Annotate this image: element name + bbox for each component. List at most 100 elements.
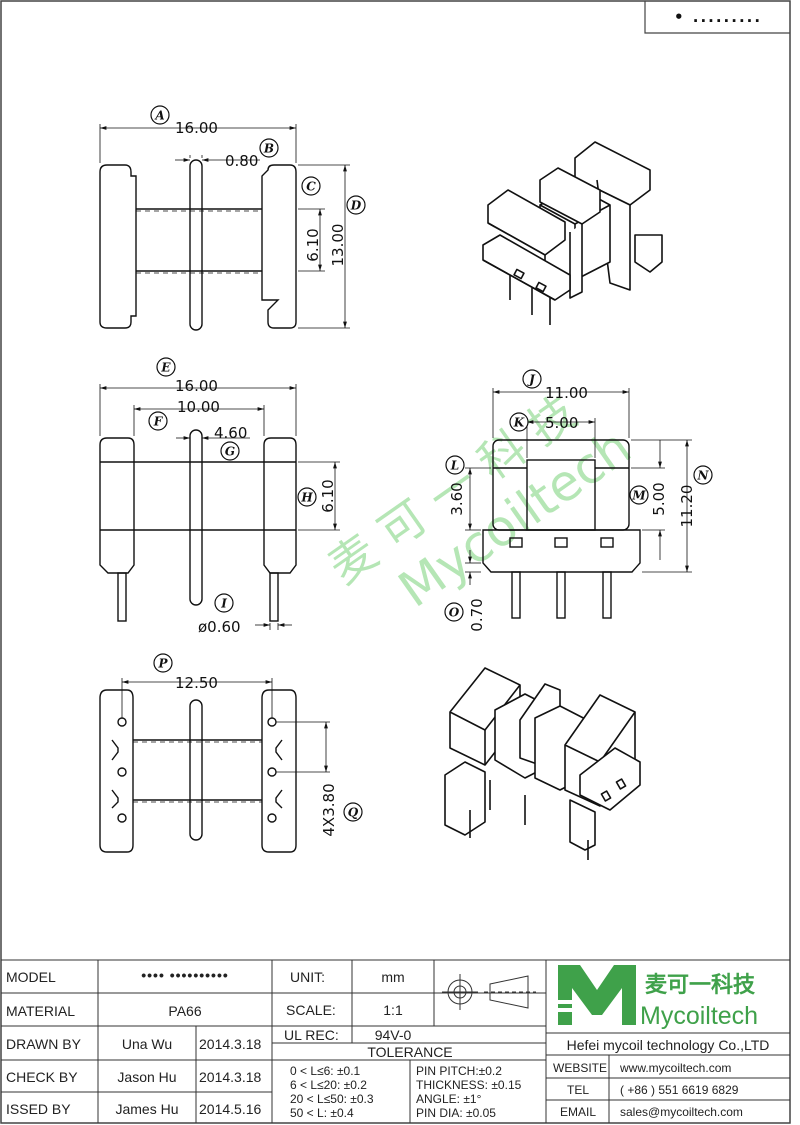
check-by-date: 2014.3.18 bbox=[199, 1069, 261, 1085]
issued-by-date: 2014.5.16 bbox=[199, 1101, 261, 1117]
top-view bbox=[99, 124, 350, 331]
balloon-m: M bbox=[629, 485, 649, 505]
dim-b-value: 0.80 bbox=[225, 152, 258, 170]
dim-f-value: 10.00 bbox=[177, 398, 220, 416]
balloon-j: J bbox=[522, 369, 542, 389]
balloon-letter: G bbox=[225, 445, 235, 459]
dim-m-value: 5.00 bbox=[650, 482, 668, 515]
tolerance-line-5: PIN PITCH:±0.2 bbox=[416, 1064, 502, 1078]
drawn-by-label: DRAWN BY bbox=[6, 1036, 82, 1052]
website-label: WEBSITE bbox=[553, 1061, 607, 1075]
tel-value: ( +86 ) 551 6619 6829 bbox=[620, 1083, 739, 1097]
balloon-c: C bbox=[301, 176, 321, 196]
balloon-letter: E bbox=[160, 361, 171, 375]
material-value: PA66 bbox=[168, 1003, 201, 1019]
isometric-view-bottom bbox=[444, 667, 641, 860]
balloon-letter: D bbox=[350, 199, 362, 213]
dim-n-value: 11.20 bbox=[678, 485, 696, 528]
balloon-g: G bbox=[220, 441, 240, 461]
balloon-k: K bbox=[509, 412, 529, 432]
dim-h-value: 6.10 bbox=[319, 479, 337, 512]
balloon-letter: J bbox=[527, 373, 536, 387]
model-value: •••• •••••••••• bbox=[141, 967, 229, 983]
unit-label: UNIT: bbox=[290, 969, 325, 985]
website-value: www.mycoiltech.com bbox=[619, 1061, 731, 1075]
balloon-letter: I bbox=[220, 597, 227, 611]
balloon-letter: K bbox=[513, 416, 525, 430]
balloon-o: O bbox=[444, 602, 464, 622]
email-label: EMAIL bbox=[560, 1105, 596, 1119]
scale-label: SCALE: bbox=[286, 1002, 336, 1018]
tolerance-line-2: 6 < L≤20: ±0.2 bbox=[290, 1078, 367, 1092]
tel-label: TEL bbox=[567, 1083, 589, 1097]
balloon-letter: B bbox=[263, 142, 274, 156]
balloon-letter: Q bbox=[348, 806, 359, 820]
email-value: sales@mycoiltech.com bbox=[620, 1105, 743, 1119]
scale-value: 1:1 bbox=[383, 1002, 403, 1018]
balloon-l: L bbox=[445, 455, 465, 475]
logo-chinese: 麦可一科技 bbox=[645, 972, 756, 997]
isometric-view-top bbox=[482, 141, 663, 325]
balloon-h: H bbox=[297, 487, 317, 507]
balloon-p: P bbox=[153, 653, 173, 673]
dim-l-value: 3.60 bbox=[448, 482, 466, 515]
ul-rec-value: 94V-0 bbox=[375, 1027, 412, 1043]
dim-a-value: 16.00 bbox=[175, 119, 218, 137]
tolerance-line-6: THICKNESS: ±0.15 bbox=[416, 1078, 522, 1092]
dim-p-value: 12.50 bbox=[175, 674, 218, 692]
dim-e-value: 16.00 bbox=[175, 377, 218, 395]
balloon-q: Q bbox=[343, 802, 363, 822]
dim-i-value: ø0.60 bbox=[198, 618, 241, 636]
tolerance-line-1: 0 < L≤6: ±0.1 bbox=[290, 1064, 361, 1078]
model-label: MODEL bbox=[6, 969, 56, 985]
material-label: MATERIAL bbox=[6, 1003, 75, 1019]
tolerance-line-4: 50 < L: ±0.4 bbox=[290, 1106, 354, 1120]
company-name: Hefei mycoil technology Co.,LTD bbox=[567, 1037, 770, 1053]
balloon-e: E bbox=[156, 357, 176, 377]
watermark: 麦 可 一 科 技 Mycoiltech bbox=[319, 385, 641, 619]
unit-value: mm bbox=[381, 969, 404, 985]
dimension-balloons: A B C D E F G H I J K L M N O P Q bbox=[148, 105, 713, 822]
logo-english: Mycoiltech bbox=[640, 1002, 758, 1030]
check-by-label: CHECK BY bbox=[6, 1069, 78, 1085]
bottom-view bbox=[99, 678, 330, 853]
part-number-text: • ......... bbox=[674, 8, 762, 26]
balloon-a: A bbox=[150, 105, 170, 125]
balloon-letter: N bbox=[697, 469, 710, 483]
balloon-d: D bbox=[346, 195, 366, 215]
balloon-letter: H bbox=[300, 491, 313, 505]
projection-symbol-icon bbox=[442, 974, 536, 1010]
dim-q-value: 4X3.80 bbox=[320, 783, 338, 836]
drawn-by-date: 2014.3.18 bbox=[199, 1036, 261, 1052]
side-view bbox=[465, 388, 692, 619]
dim-c-value: 6.10 bbox=[304, 228, 322, 261]
dim-d-value: 13.00 bbox=[329, 224, 347, 267]
title-block-lines bbox=[1, 959, 790, 1123]
balloon-letter: L bbox=[450, 459, 459, 473]
logo-mark-icon bbox=[556, 965, 636, 1025]
balloon-f: F bbox=[148, 411, 168, 431]
front-view bbox=[99, 384, 340, 630]
check-by-name: Jason Hu bbox=[117, 1069, 176, 1085]
balloon-n: N bbox=[693, 465, 713, 485]
balloon-letter: C bbox=[306, 180, 316, 194]
balloon-letter: M bbox=[631, 489, 646, 503]
balloon-letter: A bbox=[154, 109, 164, 123]
balloon-i: I bbox=[214, 593, 234, 613]
issued-by-name: James Hu bbox=[115, 1101, 178, 1117]
dim-o-value: 0.70 bbox=[468, 598, 486, 631]
balloon-b: B bbox=[259, 138, 279, 158]
tolerance-line-3: 20 < L≤50: ±0.3 bbox=[290, 1092, 374, 1106]
dim-g-value: 4.60 bbox=[214, 424, 247, 442]
tolerance-label: TOLERANCE bbox=[367, 1044, 452, 1060]
ul-rec-label: UL REC: bbox=[284, 1027, 339, 1043]
part-number-box bbox=[644, 1, 790, 34]
balloon-letter: O bbox=[449, 606, 460, 620]
dim-k-value: 5.00 bbox=[545, 414, 578, 432]
drawn-by-name: Una Wu bbox=[122, 1036, 172, 1052]
balloon-letter: P bbox=[157, 657, 168, 671]
balloon-letter: F bbox=[153, 415, 164, 429]
dim-j-value: 11.00 bbox=[545, 384, 588, 402]
tolerance-line-8: PIN DIA: ±0.05 bbox=[416, 1106, 496, 1120]
